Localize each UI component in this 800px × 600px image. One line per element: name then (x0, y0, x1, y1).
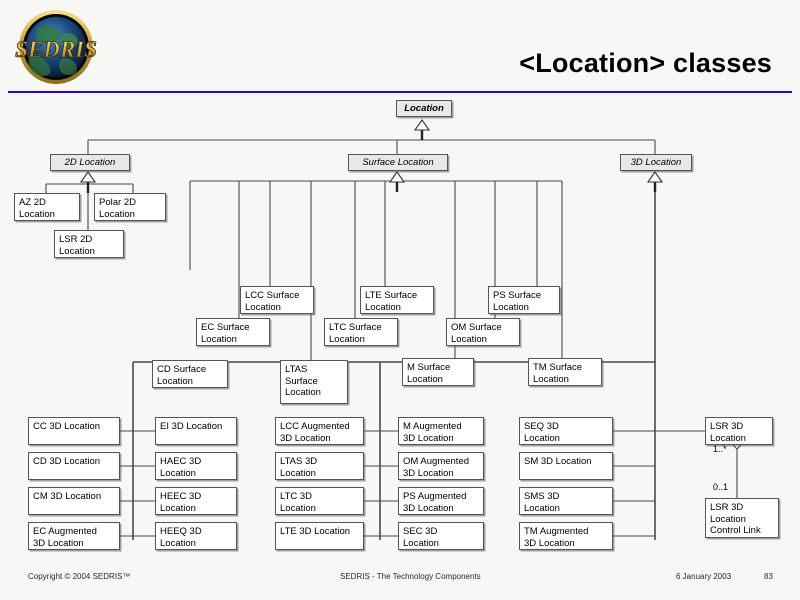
class-sms-3d-location[interactable]: SMS 3D Location (519, 487, 613, 515)
class-ltas-surface-location[interactable]: LTAS Surface Location (280, 360, 348, 404)
class-m-surface-location[interactable]: M Surface Location (402, 358, 474, 386)
class-ltc-surface-location[interactable]: LTC Surface Location (324, 318, 398, 346)
class-tm-surface-location[interactable]: TM Surface Location (528, 358, 602, 386)
uml-class-diagram: Location 2D Location Surface Location 3D… (0, 92, 800, 562)
class-cm-3d-location[interactable]: CM 3D Location (28, 487, 120, 515)
class-haec-3d-location[interactable]: HAEC 3D Location (155, 452, 237, 480)
class-lte-surface-location[interactable]: LTE Surface Location (360, 286, 434, 314)
class-ltas-3d-location[interactable]: LTAS 3D Location (275, 452, 364, 480)
class-ps-augmented-3d-location[interactable]: PS Augmented 3D Location (398, 487, 484, 515)
class-2d-location[interactable]: 2D Location (50, 154, 130, 171)
class-location[interactable]: Location (396, 100, 452, 117)
class-m-augmented-3d-location[interactable]: M Augmented 3D Location (398, 417, 484, 445)
sedris-logo: SEDRIS (8, 8, 104, 88)
slide-header: SEDRIS <Location> classes (0, 0, 800, 93)
class-lcc-augmented-3d-location[interactable]: LCC Augmented 3D Location (275, 417, 364, 445)
class-heec-3d-location[interactable]: HEEC 3D Location (155, 487, 237, 515)
class-lsr-2d-location[interactable]: LSR 2D Location (54, 230, 124, 258)
class-cd-surface-location[interactable]: CD Surface Location (152, 360, 228, 388)
class-cd-3d-location[interactable]: CD 3D Location (28, 452, 120, 480)
class-heeq-3d-location[interactable]: HEEQ 3D Location (155, 522, 237, 550)
class-ec-augmented-3d-location[interactable]: EC Augmented 3D Location (28, 522, 120, 550)
footer-copyright: Copyright © 2004 SEDRIS™ (28, 572, 131, 581)
class-sm-3d-location[interactable]: SM 3D Location (519, 452, 613, 480)
class-cc-3d-location[interactable]: CC 3D Location (28, 417, 120, 445)
class-surface-location[interactable]: Surface Location (348, 154, 448, 171)
class-ltc-3d-location[interactable]: LTC 3D Location (275, 487, 364, 515)
multiplicity-zero-to-one: 0..1 (713, 482, 729, 492)
slide-footer: Copyright © 2004 SEDRIS™ SEDRIS - The Te… (0, 564, 800, 600)
class-seq-3d-location[interactable]: SEQ 3D Location (519, 417, 613, 445)
class-lsr-3d-location-control-link[interactable]: LSR 3D Location Control Link (705, 498, 779, 538)
title-divider (8, 91, 792, 93)
svg-text:SEDRIS: SEDRIS (15, 37, 97, 62)
class-sec-3d-location[interactable]: SEC 3D Location (398, 522, 484, 550)
class-lte-3d-location[interactable]: LTE 3D Location (275, 522, 364, 550)
multiplicity-one-to-many: 1..* (713, 444, 727, 454)
class-ei-3d-location[interactable]: EI 3D Location (155, 417, 237, 445)
class-az-2d-location[interactable]: AZ 2D Location (14, 193, 80, 221)
class-lsr-3d-location[interactable]: LSR 3D Location (705, 417, 773, 445)
class-ec-surface-location[interactable]: EC Surface Location (196, 318, 270, 346)
class-ps-surface-location[interactable]: PS Surface Location (488, 286, 560, 314)
class-3d-location[interactable]: 3D Location (620, 154, 692, 171)
class-tm-augmented-3d-location[interactable]: TM Augmented 3D Location (519, 522, 613, 550)
class-lcc-surface-location[interactable]: LCC Surface Location (240, 286, 314, 314)
class-om-surface-location[interactable]: OM Surface Location (446, 318, 520, 346)
class-polar-2d-location[interactable]: Polar 2D Location (94, 193, 166, 221)
footer-date: 6 January 2003 (676, 572, 732, 581)
footer-page-number: 83 (764, 572, 773, 581)
page-title: <Location> classes (519, 48, 772, 78)
footer-subtitle: SEDRIS - The Technology Components (340, 572, 481, 581)
class-om-augmented-3d-location[interactable]: OM Augmented 3D Location (398, 452, 484, 480)
